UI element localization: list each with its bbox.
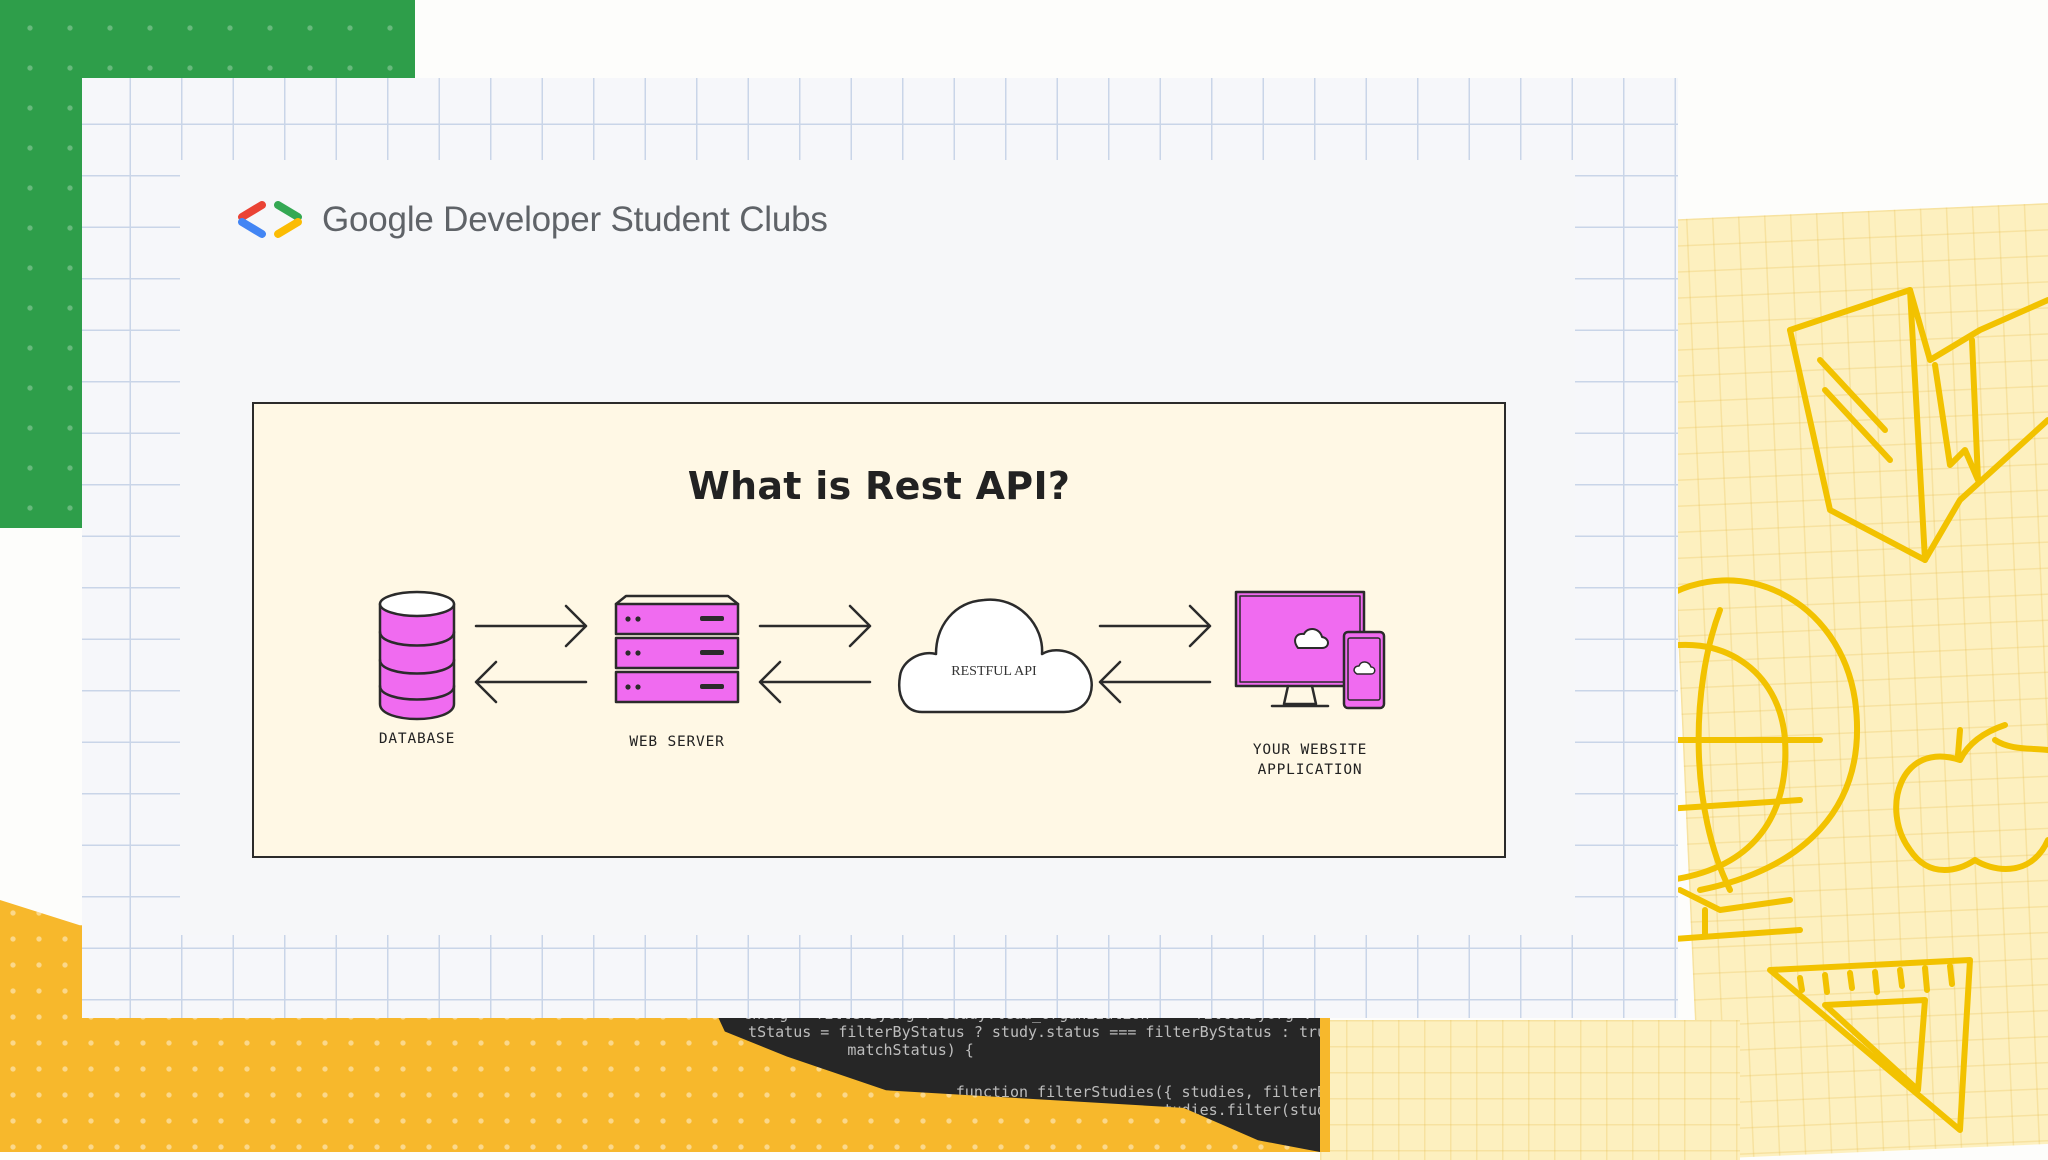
diagram-title: What is Rest API? [687, 464, 1071, 508]
code-line: matchStatus) { [730, 1041, 974, 1059]
arrows-db-server [474, 604, 588, 704]
database-icon [378, 590, 456, 721]
node-label-database: DATABASE [378, 731, 456, 747]
globe-doodle-icon [1660, 577, 1860, 943]
brand-header: Google Developer Student Clubs [232, 195, 828, 245]
brand-name: Google Developer Student Clubs [322, 200, 828, 239]
yellow-grid-paper-bottom [1320, 1020, 1740, 1160]
apple-doodle-icon [1893, 722, 2048, 873]
cloud-label: RESTFUL API [951, 664, 1037, 679]
node-label-web-server: WEB SERVER [629, 734, 725, 750]
book-doodle-icon [1787, 287, 2048, 563]
diagram-graphics: RESTFUL API [378, 590, 1386, 721]
node-label-app-line2: APPLICATION [1257, 762, 1363, 778]
arrows-server-api [758, 604, 872, 704]
arrows-api-app [1098, 604, 1212, 704]
rest-api-diagram: What is Rest API? [252, 402, 1506, 858]
ruler-doodle-icon [1767, 957, 1973, 1133]
node-label-app-line1: YOUR WEBSITE [1252, 742, 1368, 758]
school-doodles [1660, 287, 2048, 1133]
node-label-app: YOUR WEBSITE APPLICATION [1210, 740, 1410, 780]
devices-icon [1234, 590, 1386, 710]
code-line: tStatus = filterByStatus ? study.status … [730, 1023, 1320, 1041]
gdsc-logo-icon [238, 201, 302, 238]
cloud-icon [897, 598, 1093, 714]
